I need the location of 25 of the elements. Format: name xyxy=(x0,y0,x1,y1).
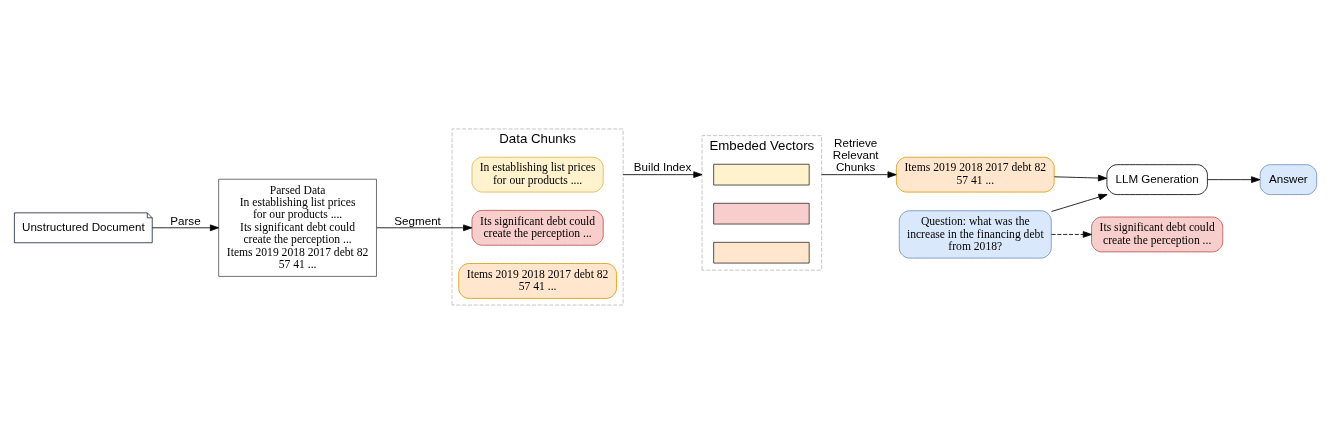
arrow xyxy=(151,223,220,231)
arrow xyxy=(1051,230,1092,238)
node-bar xyxy=(713,163,810,185)
node-box: Its significant debt could create the perception ... xyxy=(471,209,604,246)
node-box: Its significant debt could create the perception ... xyxy=(1091,216,1224,252)
node-box: Question: what was the increase in the financing debt from 2018? xyxy=(898,209,1052,259)
node-box: Parsed Data In establishing list prices for our products .... Its significant debt could create the perception ... Items 2019 2018 2017 debt 82 57 41 ... xyxy=(218,178,377,277)
edge-label: Retrieve Relevant Chunks xyxy=(832,135,879,173)
node-box: Answer xyxy=(1259,163,1318,195)
arrow xyxy=(1053,174,1108,181)
node-box: LLM Generation xyxy=(1106,163,1208,195)
arrow xyxy=(622,170,703,178)
arrow xyxy=(376,223,473,231)
node-box: Items 2019 2018 2017 debt 82 57 41 ... xyxy=(458,262,617,299)
arrow xyxy=(821,170,897,178)
arrow xyxy=(1051,193,1108,212)
node-bar xyxy=(713,241,810,263)
node-box: Items 2019 2018 2017 debt 82 57 41 ... xyxy=(895,156,1055,192)
node-box: In establishing list prices for our products .... xyxy=(471,156,604,192)
edge-label: Parse xyxy=(170,213,201,227)
node-bar xyxy=(713,202,810,224)
edge-label: Segment xyxy=(394,213,441,227)
arrow xyxy=(1207,175,1261,183)
edge-label: Build Index xyxy=(633,159,692,173)
cluster: Embeded Vectors xyxy=(701,134,823,271)
